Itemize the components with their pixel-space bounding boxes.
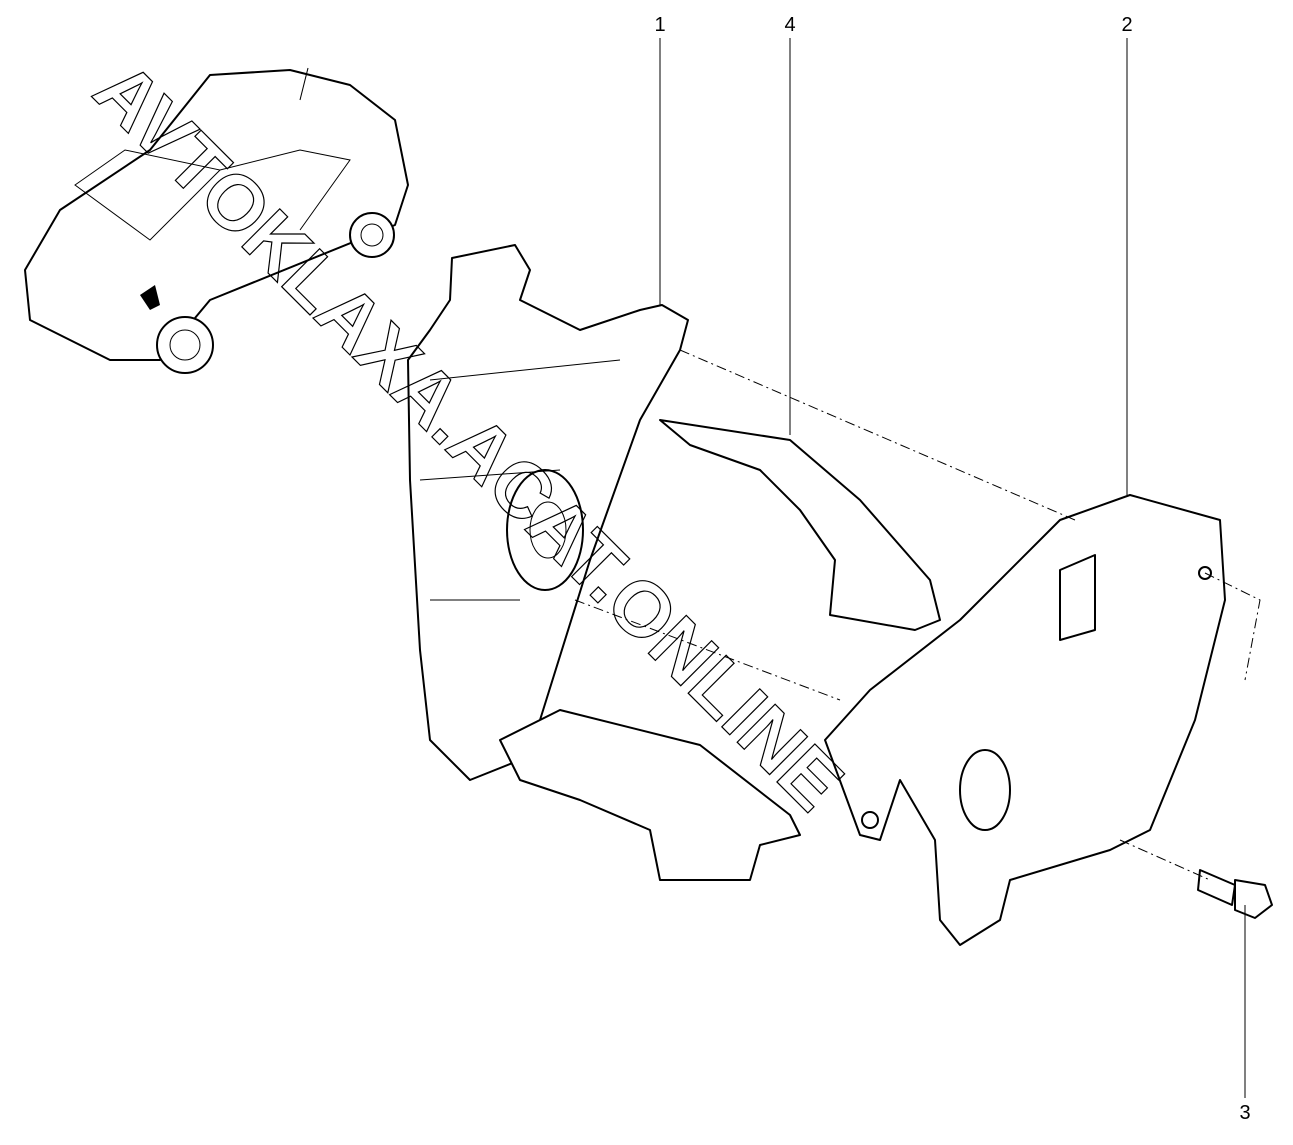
part-3-bolt <box>1197 869 1273 919</box>
part-2-bracket <box>824 494 1226 946</box>
callout-2: 2 <box>1121 14 1133 36</box>
part-1-pedal-module <box>407 244 801 881</box>
callout-1: 1 <box>654 14 666 36</box>
callout-4: 4 <box>784 14 796 36</box>
assembly-line <box>1119 839 1211 881</box>
vehicle-locator-illustration <box>24 67 409 374</box>
callout-3: 3 <box>1239 1102 1251 1124</box>
assembly-line <box>679 349 1076 521</box>
assembly-line <box>1204 572 1261 681</box>
assembly-line <box>574 599 841 701</box>
part-4-pedal-pad <box>659 419 941 631</box>
